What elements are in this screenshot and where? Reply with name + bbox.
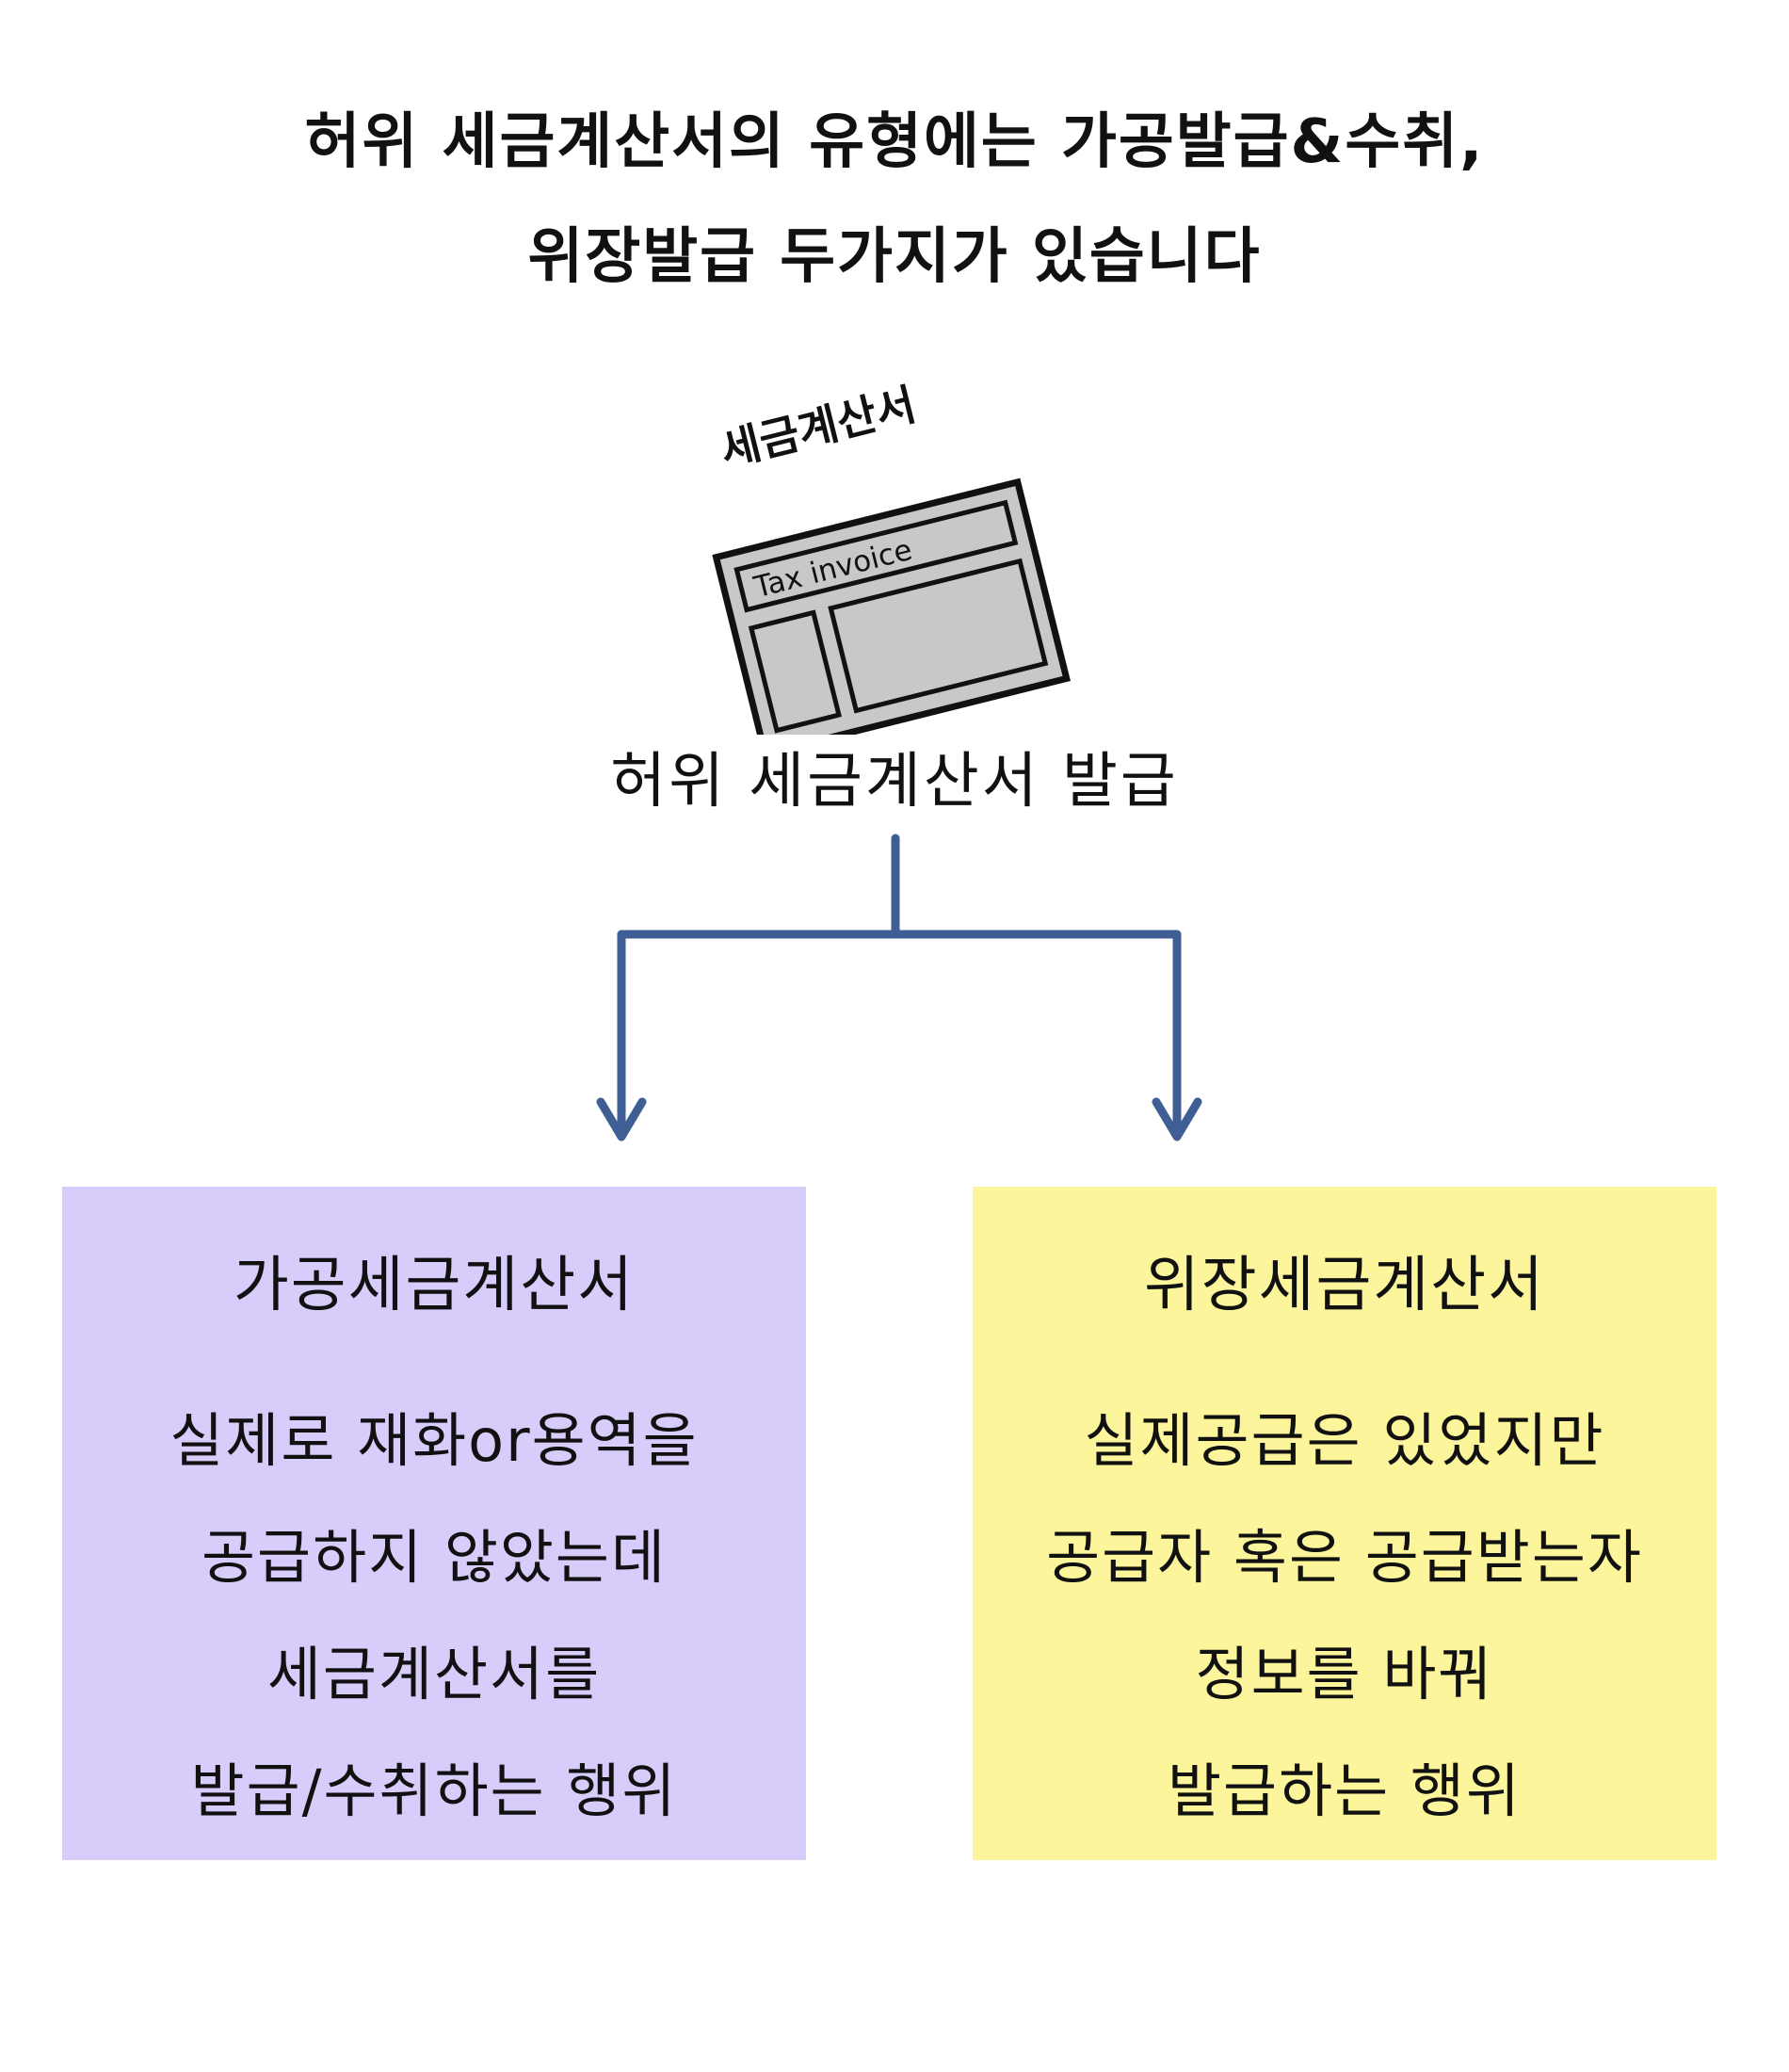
fabricated-invoice-line-2: 공급하지 않았는데 [201,1523,668,1592]
root-label: 허위 세금계산서 발급 [610,747,1179,817]
invoice-right-box [828,558,1049,714]
left-arrowhead [596,1097,647,1141]
disguised-invoice-title: 위장세금계산서 [1143,1251,1546,1320]
disguised-invoice-line-2: 공급자 혹은 공급받는자 [1046,1523,1643,1592]
disguised-invoice-line-1: 실제공급은 있었지만 [1084,1406,1605,1475]
disguised-invoice-line-3: 정보를 바꿔 [1195,1640,1494,1708]
disguised-invoice-line-4: 발급하는 행위 [1168,1756,1522,1825]
fabricated-invoice-title: 가공세금계산서 [233,1251,636,1320]
right-arrowhead [1152,1097,1202,1141]
invoice-left-box [748,609,842,734]
disguised-invoice-box: 위장세금계산서 실제공급은 있었지만 공급자 혹은 공급받는자 정보를 바꿔 발… [973,1187,1716,1860]
tax-invoice-document-icon: 세금계산서 Tax invoice [712,379,1072,735]
fabricated-invoice-line-1: 실제로 재화or용역을 [169,1406,699,1475]
fabricated-invoice-line-4: 발급/수취하는 행위 [190,1756,678,1825]
headline-line-1: 허위 세금계산서의 유형에는 가공발급&수취, [304,107,1485,177]
headline-line-2: 위장발급 두가지가 있습니다 [527,222,1262,292]
headline: 허위 세금계산서의 유형에는 가공발급&수취, 위장발급 두가지가 있습니다 [0,85,1789,315]
fabricated-invoice-box: 가공세금계산서 실제로 재화or용역을 공급하지 않았는데 세금계산서를 발급/… [62,1187,806,1860]
fabricated-invoice-line-3: 세금계산서를 [266,1640,602,1708]
invoice-title-box [733,499,1019,613]
